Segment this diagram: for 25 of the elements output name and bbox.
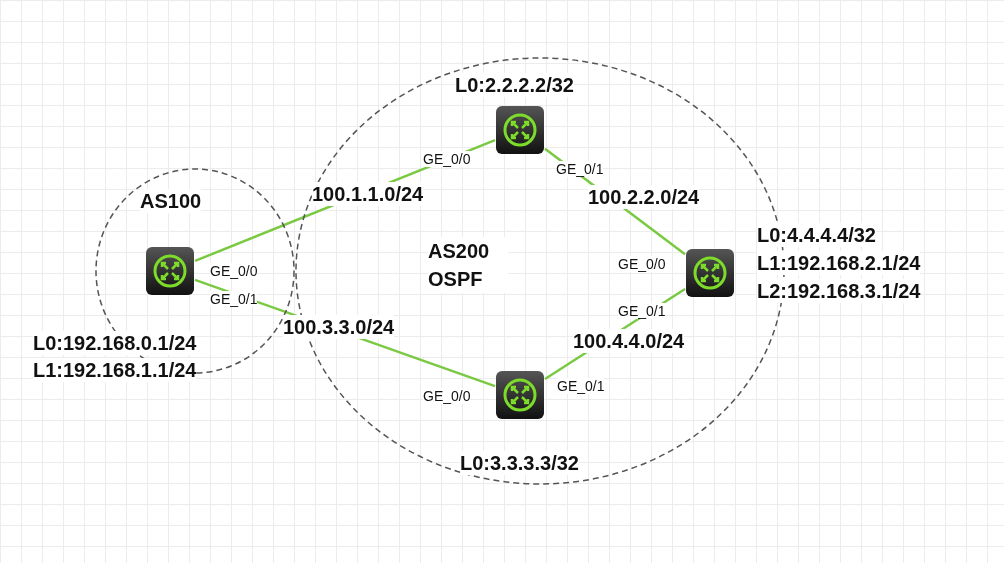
- interface-label: GE_0/0: [423, 151, 471, 167]
- interface-label: GE_0/1: [557, 378, 605, 394]
- interface-label: GE_0/0: [423, 388, 471, 404]
- edge-label: 100.1.1.0/24: [312, 182, 424, 206]
- router-icon: [495, 370, 545, 420]
- interface-label: GE_0/1: [618, 303, 666, 319]
- address-label: L1:192.168.2.1/24: [757, 251, 921, 275]
- address-label: L2:192.168.3.1/24: [757, 279, 921, 303]
- router-icon: [145, 246, 195, 296]
- edge-label: 100.2.2.0/24: [588, 185, 700, 209]
- address-label: L1:192.168.1.1/24: [33, 358, 197, 382]
- address-label: L0:192.168.0.1/24: [33, 331, 197, 355]
- interface-label: GE_0/1: [210, 291, 258, 307]
- interface-label: GE_0/0: [210, 263, 258, 279]
- address-label: L0:2.2.2.2/32: [455, 73, 574, 97]
- router-icon: [495, 105, 545, 155]
- group-title: AS100: [140, 189, 202, 213]
- group-title: AS200 OSPF: [428, 237, 508, 293]
- edge-label: 100.3.3.0/24: [283, 315, 395, 339]
- interface-label: GE_0/1: [556, 161, 604, 177]
- router-icon: [685, 248, 735, 298]
- interface-label: GE_0/0: [618, 256, 666, 272]
- address-label: L0:3.3.3.3/32: [460, 451, 579, 475]
- address-label: L0:4.4.4.4/32: [757, 223, 876, 247]
- edge-label: 100.4.4.0/24: [573, 329, 685, 353]
